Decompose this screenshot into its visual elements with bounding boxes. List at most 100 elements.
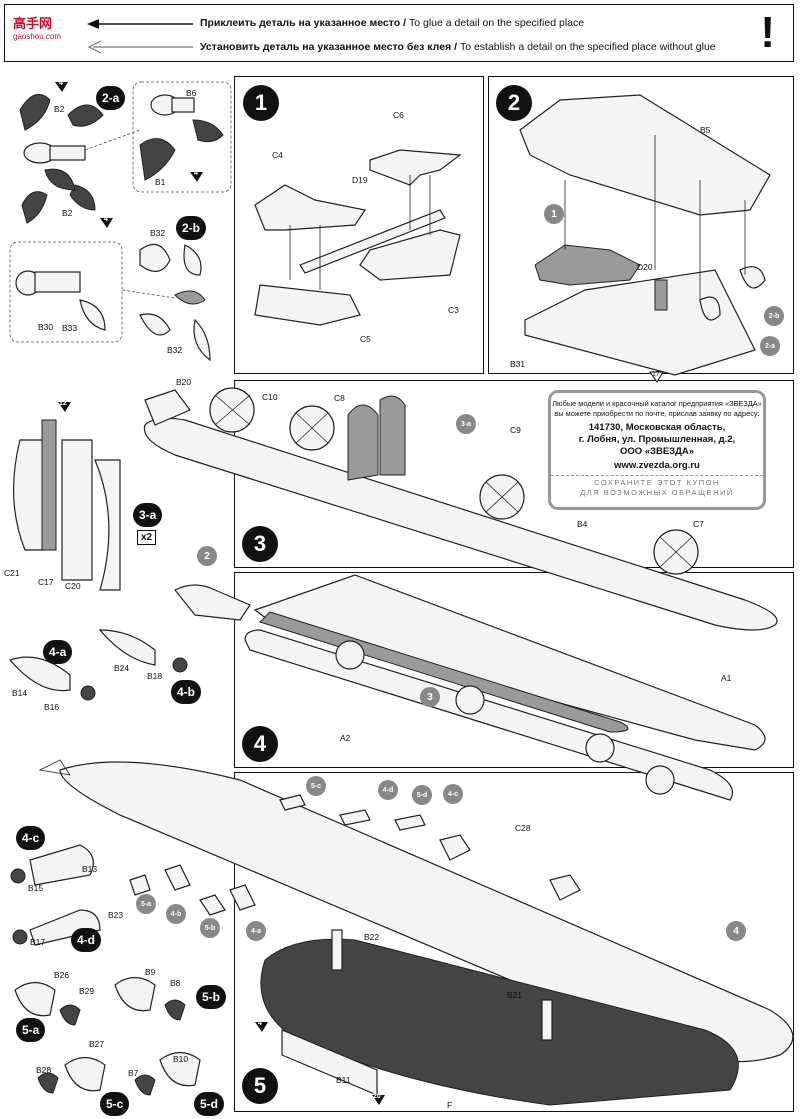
substep-5b: 5-b [196, 985, 226, 1009]
substep-4a: 4-a [43, 640, 73, 664]
ref-5c: 5-c [306, 776, 326, 796]
substep-5d: 5-d [194, 1092, 224, 1116]
part-label: B30 [38, 322, 54, 332]
coupon-address-1: 141730, Московская область, [588, 422, 726, 433]
part-label: C28 [515, 823, 531, 833]
part-label: C6 [393, 110, 404, 120]
part-label: C10 [262, 392, 278, 402]
part-label: B4 [577, 519, 588, 529]
step-5-number: 5 [242, 1068, 278, 1104]
part-label: B32 [150, 228, 166, 238]
part-label: B1 [155, 177, 166, 187]
step-5-box [234, 772, 794, 1112]
ref-3a: 3-a [456, 414, 476, 434]
flag-12: 12 [59, 400, 67, 407]
part-label: B15 [28, 883, 44, 893]
legend-noglue: Установить деталь на указанное место без… [200, 41, 716, 53]
step-1-box [234, 76, 484, 374]
coupon-keep-2: ДЛЯ ВОЗМОЖНЫХ ОБРАЩЕНИЙ [580, 488, 734, 497]
ref-2: 2 [197, 546, 217, 566]
flag-4-a: 4 [59, 80, 63, 87]
ref-2a: 2-a [760, 336, 780, 356]
part-label: B9 [145, 967, 156, 977]
part-label: B14 [12, 688, 28, 698]
part-label: A2 [340, 733, 351, 743]
ref-5d: 5-d [412, 785, 432, 805]
step-2-box [488, 76, 794, 374]
ref-4: 4 [726, 921, 746, 941]
part-label: B5 [700, 125, 711, 135]
part-label: B28 [36, 1065, 52, 1075]
multiplier-badge: x2 [137, 530, 157, 545]
order-coupon: Любые модели и красочный каталог предпри… [548, 390, 766, 510]
part-label: C17 [38, 577, 54, 587]
part-label: B11 [336, 1075, 351, 1085]
part-label: C5 [360, 334, 371, 344]
part-label: C20 [65, 581, 81, 591]
ref-1: 1 [544, 204, 564, 224]
substep-2b: 2-b [176, 216, 206, 240]
coupon-line-1: Любые модели и красочный каталог предпри… [552, 399, 762, 408]
ref-2b: 2-b [764, 306, 784, 326]
coupon-url[interactable]: www.zvezda.org.ru [614, 460, 700, 471]
part-label: B2 [54, 104, 65, 114]
step-4-box [234, 572, 794, 768]
coupon-address-2: г. Лобня, ул. Промышленная, д.2, [578, 434, 736, 445]
part-label: C21 [4, 568, 20, 578]
substep-5c: 5-c [100, 1092, 130, 1116]
ref-5a: 5-a [136, 894, 156, 914]
part-label: B8 [170, 978, 181, 988]
part-label: B6 [186, 88, 197, 98]
part-label: B20 [176, 377, 192, 387]
part-label: B16 [44, 702, 60, 712]
substep-4b: 4-b [171, 680, 201, 704]
substep-5a: 5-a [16, 1018, 46, 1042]
legend-glue: Приклеить деталь на указанное место / To… [200, 17, 585, 29]
part-label: B31 [510, 359, 526, 369]
part-label: B33 [62, 323, 78, 333]
coupon-keep-1: СОХРАНИТЕ ЭТОТ КУПОН [594, 478, 720, 487]
ref-4b: 4-b [166, 904, 186, 924]
part-label: C7 [693, 519, 704, 529]
part-label: B21 [507, 990, 523, 1000]
part-label: D20 [637, 262, 653, 272]
substep-2a: 2-a [96, 86, 126, 110]
flag-20: 20 [373, 1093, 381, 1100]
step-4-number: 4 [242, 726, 278, 762]
flag-4-c: 4 [104, 216, 108, 223]
coupon-line-2: вы можете приобрести по почте, прислав з… [554, 409, 760, 418]
ref-3: 3 [420, 687, 440, 707]
substep-4d: 4-d [71, 928, 101, 952]
part-label: B23 [108, 910, 124, 920]
substep-3a: 3-a [133, 503, 163, 527]
part-label: C4 [272, 150, 283, 160]
arrow-legend-icons [87, 19, 193, 54]
part-label: B26 [54, 970, 70, 980]
ref-4c: 4-c [443, 784, 463, 804]
coupon-address-3: ООО «ЗВЕЗДА» [619, 446, 695, 457]
step-1-number: 1 [243, 85, 279, 121]
ref-5b: 5-b [200, 918, 220, 938]
part-label: B10 [173, 1054, 189, 1064]
part-label: C9 [510, 425, 521, 435]
part-label: C3 [448, 305, 459, 315]
part-label: B18 [147, 671, 163, 681]
step-3-number: 3 [242, 526, 278, 562]
part-label: B7 [128, 1068, 139, 1078]
step-2-number: 2 [496, 85, 532, 121]
part-label: F [447, 1100, 453, 1110]
part-label: A1 [721, 673, 732, 683]
substep-4c: 4-c [16, 826, 46, 850]
flag-4-b: 4 [194, 170, 198, 177]
flag-17: 17 [652, 371, 660, 378]
part-label: B24 [114, 663, 130, 673]
flag-4-d: 4 [258, 1020, 262, 1027]
part-label: C8 [334, 393, 345, 403]
part-label: B29 [79, 986, 95, 996]
ref-4a: 4-a [246, 921, 266, 941]
part-label: B27 [89, 1039, 105, 1049]
part-label: B22 [364, 932, 380, 942]
